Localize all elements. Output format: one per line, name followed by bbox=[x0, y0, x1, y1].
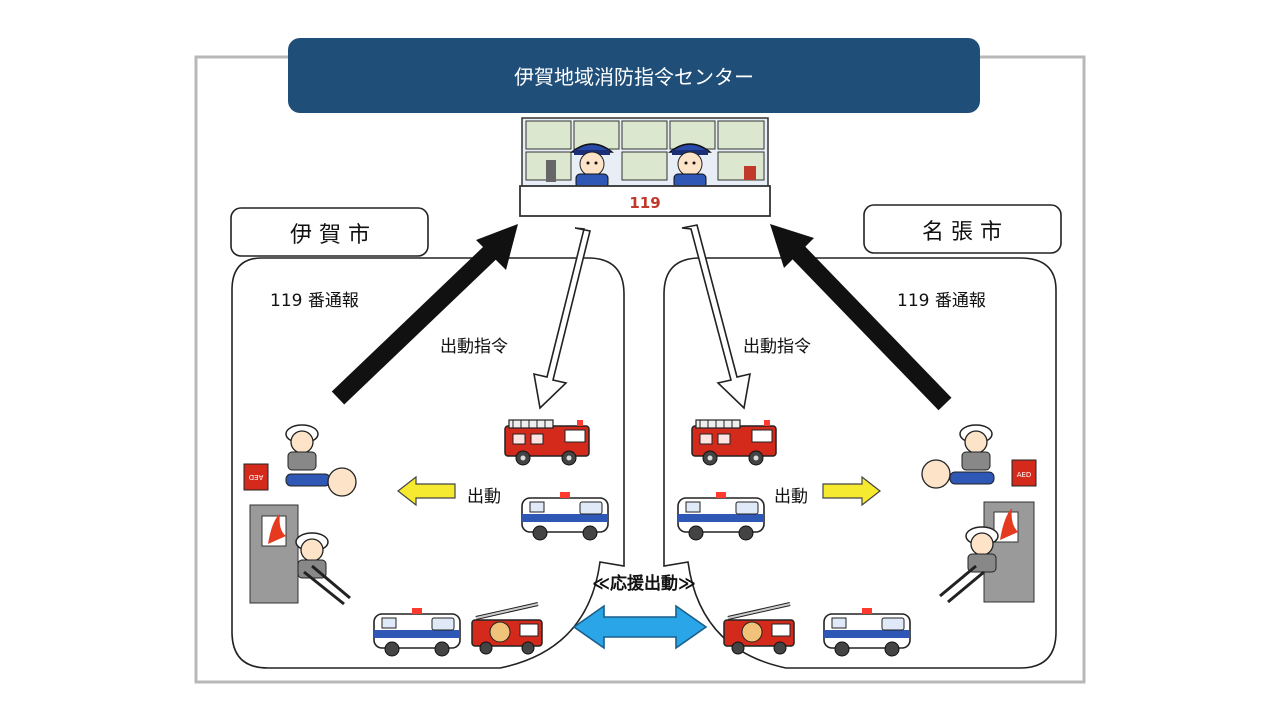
nabari-deploy-arrow bbox=[822, 475, 881, 507]
iga-deploy-label: 出動 bbox=[467, 487, 501, 507]
nabari-city-tab bbox=[863, 204, 1062, 254]
iga-support-ambulance-icon bbox=[373, 607, 461, 657]
dispatch-center-illustration: 119 bbox=[519, 117, 771, 217]
nabari-ambulance-icon bbox=[677, 491, 765, 541]
iga-city-tab bbox=[230, 207, 429, 257]
nabari-rescue-scene: AED bbox=[921, 424, 1037, 604]
iga-dispatch-label: 出動指令 bbox=[440, 337, 508, 357]
dispatch-center-banner: 伊賀地域消防指令センター bbox=[288, 38, 980, 113]
iga-call-label: 119 番通報 bbox=[270, 291, 359, 311]
nabari-dispatch-arrow bbox=[681, 224, 751, 410]
iga-call-arrow-head bbox=[476, 224, 518, 270]
iga-ambulance-icon bbox=[521, 491, 609, 541]
center-number: 119 bbox=[629, 194, 660, 212]
nabari-city-name: 名 張 市 bbox=[922, 220, 1002, 245]
support-arrow bbox=[572, 604, 708, 650]
nabari-region bbox=[663, 257, 1057, 669]
support-label: ≪応援出動≫ bbox=[592, 573, 696, 594]
iga-city-name: 伊 賀 市 bbox=[290, 223, 370, 248]
iga-call-arrow-shaft bbox=[331, 241, 502, 405]
nabari-call-label: 119 番通報 bbox=[897, 291, 986, 311]
dispatch-center-title: 伊賀地域消防指令センター bbox=[514, 65, 754, 89]
nabari-aed-text: AED bbox=[1017, 471, 1032, 479]
nabari-aed-box bbox=[1011, 459, 1037, 487]
iga-aed-box bbox=[243, 463, 269, 491]
nabari-support-ambulance-icon bbox=[823, 607, 911, 657]
nabari-dispatch-label: 出動指令 bbox=[743, 337, 811, 357]
dispatch-desk bbox=[519, 185, 771, 217]
iga-rescue-scene: AED bbox=[243, 424, 357, 606]
iga-dispatch-arrow bbox=[533, 227, 591, 410]
nabari-call-arrow-head bbox=[770, 224, 814, 268]
iga-aed-text: AED bbox=[249, 473, 264, 481]
iga-region bbox=[231, 257, 625, 669]
nabari-deploy-label: 出動 bbox=[774, 487, 808, 507]
iga-deploy-arrow bbox=[397, 475, 456, 507]
nabari-call-arrow-shaft bbox=[789, 243, 952, 411]
